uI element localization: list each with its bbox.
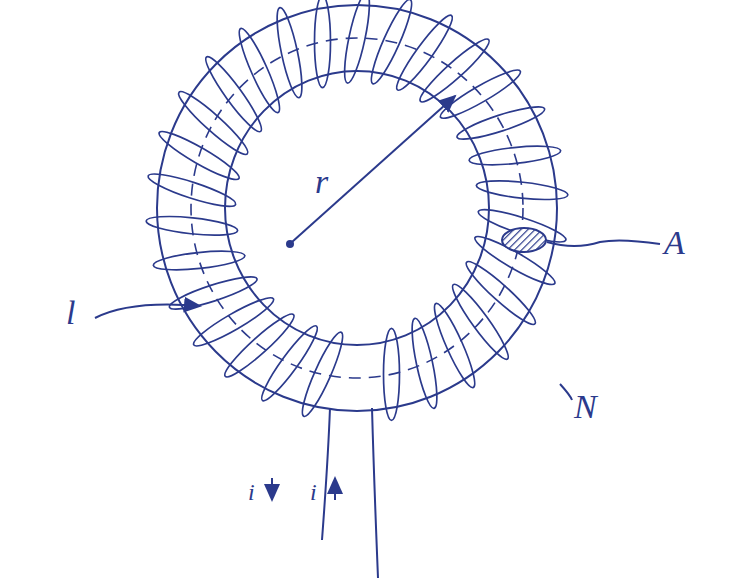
winding-turn bbox=[167, 271, 259, 315]
winding-turn bbox=[476, 177, 569, 203]
winding-turn bbox=[233, 25, 285, 116]
winding-turn bbox=[146, 168, 238, 212]
winding-turn bbox=[455, 101, 547, 145]
current-arrow bbox=[334, 478, 336, 500]
center-dot bbox=[286, 240, 294, 248]
winding-turn bbox=[145, 213, 238, 239]
cross-section bbox=[502, 228, 546, 252]
leader-line bbox=[560, 384, 572, 400]
winding-turn bbox=[155, 126, 243, 186]
leader-line bbox=[547, 240, 660, 246]
radius-label: r bbox=[315, 165, 328, 199]
winding-turn bbox=[407, 317, 442, 410]
winding-turn bbox=[220, 309, 299, 382]
area-label: A bbox=[664, 226, 685, 260]
winding-turn bbox=[296, 329, 348, 420]
winding-turn bbox=[174, 86, 253, 159]
inner-edge bbox=[225, 71, 489, 345]
winding-turn bbox=[384, 328, 400, 420]
winding-turn bbox=[461, 256, 540, 329]
current-arrow bbox=[271, 478, 273, 500]
winding-turn bbox=[153, 248, 246, 274]
winding-turn bbox=[200, 52, 267, 136]
turns-label: N bbox=[574, 390, 597, 424]
winding-turn bbox=[340, 0, 375, 85]
winding-turn bbox=[272, 6, 307, 99]
leader-arrow bbox=[95, 305, 200, 319]
current-label: i bbox=[310, 480, 317, 504]
winding-turn bbox=[429, 300, 481, 391]
radius-arrow bbox=[292, 96, 455, 242]
winding-turn bbox=[437, 64, 525, 124]
winding-turn bbox=[190, 292, 278, 352]
length-label: l bbox=[66, 296, 75, 330]
winding bbox=[145, 0, 568, 420]
winding-turn bbox=[315, 0, 331, 88]
winding-turn bbox=[256, 321, 323, 405]
winding-turn bbox=[468, 143, 561, 169]
winding-turn bbox=[447, 280, 514, 364]
current-label: i bbox=[248, 480, 255, 504]
lead-wire bbox=[372, 408, 378, 578]
winding-turn bbox=[365, 0, 417, 87]
winding-turn bbox=[391, 11, 458, 95]
lead-wire bbox=[322, 408, 330, 540]
